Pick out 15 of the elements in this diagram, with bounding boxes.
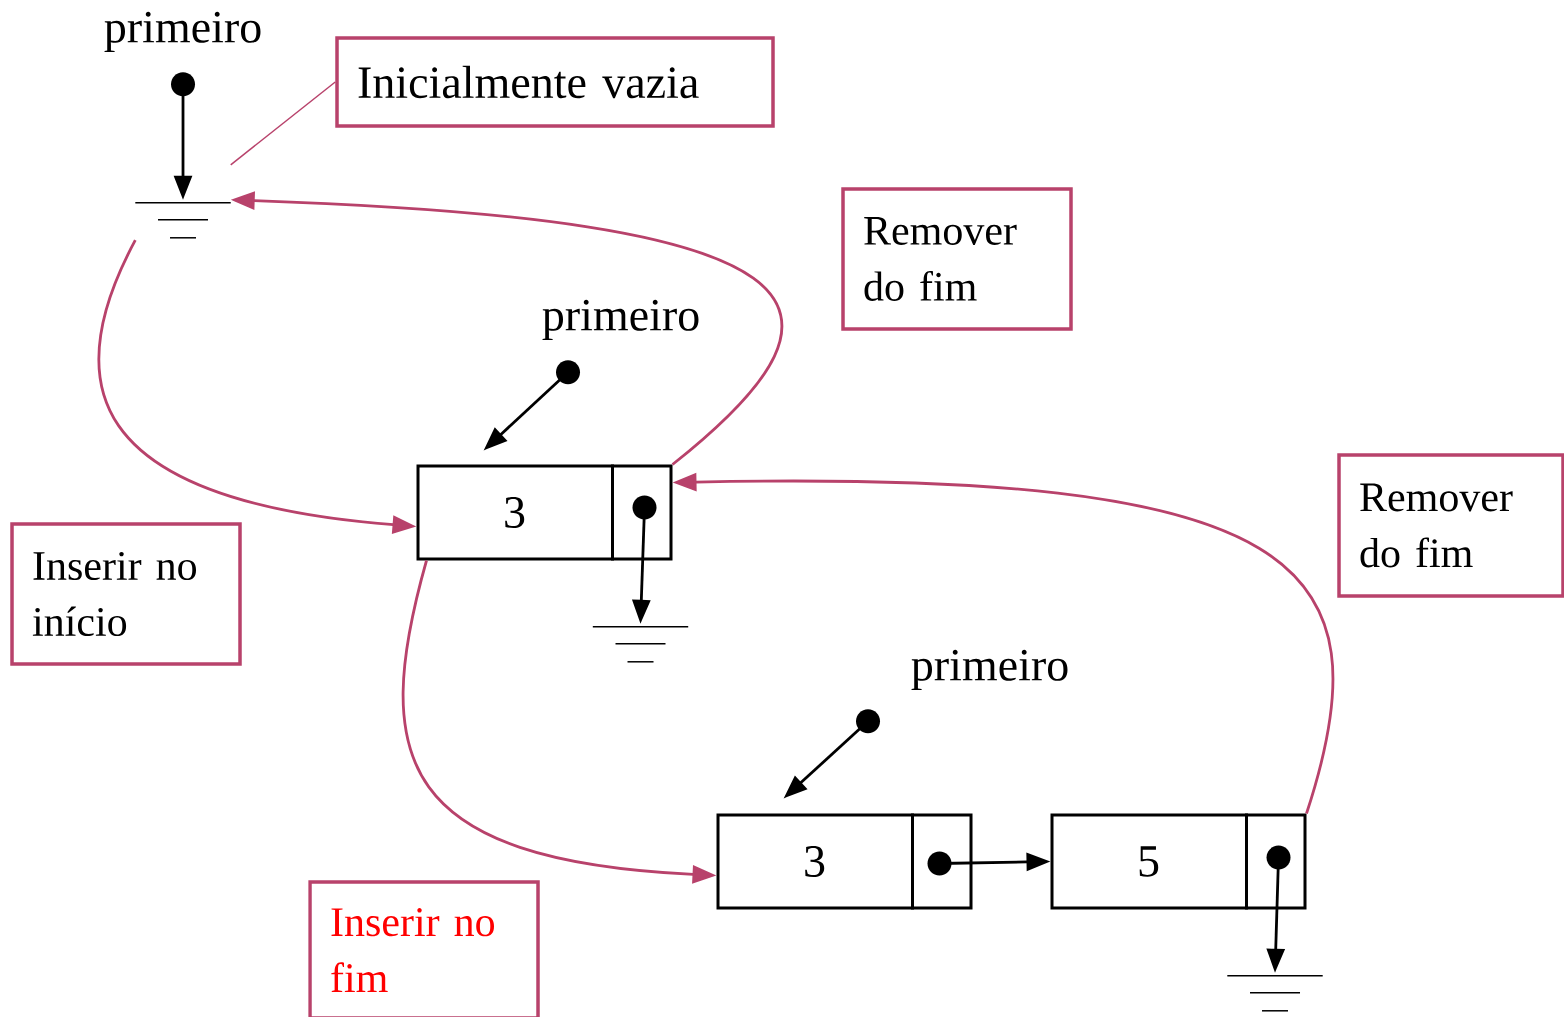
note-box: Inserir no início xyxy=(10,522,242,666)
note-box: Inserir no fim xyxy=(308,880,540,1017)
pointer-label: primeiro xyxy=(911,649,1068,691)
ground-symbol xyxy=(592,626,689,663)
pointer-label: primeiro xyxy=(104,11,261,53)
ground-symbol xyxy=(1226,975,1324,1012)
note-box: Inicialmente vazia xyxy=(335,36,775,128)
ground-symbol xyxy=(134,202,232,239)
list-node: 3 xyxy=(716,813,973,910)
note-box: Remover do fim xyxy=(1337,453,1564,598)
pointer-label: primeiro xyxy=(542,299,699,341)
leader-line xyxy=(229,81,336,166)
list-node: 3 xyxy=(416,464,673,561)
list-node: 5 xyxy=(1050,813,1307,910)
note-box: Remover do fim xyxy=(841,187,1073,331)
